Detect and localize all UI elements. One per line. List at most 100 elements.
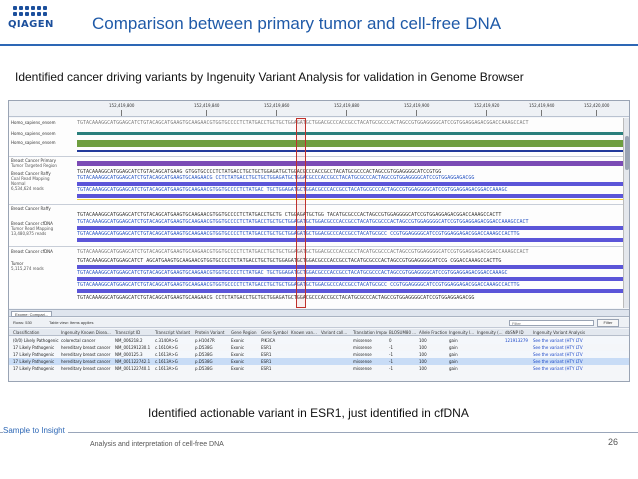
track-label: Breast Cancer cfDNA [11, 249, 53, 254]
filter-button[interactable]: Filter [597, 319, 619, 327]
table-cell: p.H1047R [195, 338, 215, 343]
column-header[interactable]: Allele Fraction [419, 330, 447, 335]
column-header[interactable]: Gene Symbol [261, 330, 288, 335]
variant-highlight-box [296, 118, 306, 308]
track-label-sub: Tumor Targeted Region [11, 163, 57, 168]
table-cell: c.1613A>G [155, 359, 178, 364]
rows-count: Rows: 530 [13, 320, 32, 325]
annotation-bar [77, 150, 627, 152]
column-header[interactable]: Classification [13, 330, 40, 335]
column-header[interactable]: Transcript Variant [155, 330, 191, 335]
read-sequence: TGTACAAAGGCATGGAGCATCTGTACAGCATGAAGTGCAA… [77, 231, 520, 237]
column-header[interactable]: Ingenuity (...) [477, 330, 503, 335]
table-cell: c.1613A>G [155, 366, 178, 371]
table-cell: NM_000125.3 [115, 352, 143, 357]
logo-dot [37, 6, 41, 10]
column-header[interactable]: BLOSUM80 ... [389, 330, 417, 335]
variant-link[interactable]: See the variant (HTY LTV [533, 352, 583, 357]
table-row-selected[interactable]: 17 Likely Pathogenic hereditary breast c… [9, 358, 629, 365]
logo-dot [13, 12, 17, 16]
slide-title: Comparison between primary tumor and cel… [92, 14, 502, 33]
dbsnp-link[interactable]: 121913279 [505, 338, 528, 343]
table-cell: missense [353, 338, 372, 343]
table-cell: (0/0) Likely Pathogenic [13, 338, 59, 343]
page-number: 26 [607, 437, 618, 447]
slide-caption: Identified actionable variant in ESR1, j… [148, 406, 469, 420]
read-sequence: TGTACAAAGGCATGGAGCATCTGTACAGCATGAAGTGCAA… [77, 212, 502, 218]
logo-dot [43, 6, 47, 10]
table-cell: gain [449, 338, 458, 343]
table-cell: ESR1 [261, 359, 272, 364]
track-separator [9, 246, 629, 247]
read-sequence: TGTACAAAGGCATGGAGCATCTGTACAGCATGAAGTGCAA… [77, 295, 475, 301]
column-header[interactable]: Ingenuity Variant Analysis [533, 330, 586, 335]
table-cell: -1 [389, 366, 393, 371]
column-header[interactable]: Ingenuity I... [449, 330, 475, 335]
table-cell: gain [449, 359, 458, 364]
ruler-mark [541, 110, 542, 116]
table-cell: -1 [389, 352, 393, 357]
reference-sequence: TGTACAAAGGCATGGAGCATCTGTACAGCATGAAGTGCAA… [77, 120, 529, 126]
table-cell: 0 [389, 338, 392, 343]
scrollbar-thumb[interactable] [625, 136, 629, 170]
table-row[interactable]: 17 Likely Pathogenic hereditary breast c… [9, 365, 629, 372]
genome-browser-window: 152,419,800 152,419,840 152,419,860 152,… [8, 100, 630, 382]
table-cell: p.D538G [195, 345, 213, 350]
column-header[interactable]: dbSNP ID [505, 330, 524, 335]
column-header[interactable]: Gene Region [231, 330, 257, 335]
column-header[interactable]: Known van... [291, 330, 317, 335]
ruler-mark [596, 110, 597, 116]
ruler-mark [416, 110, 417, 116]
logo-dot [19, 12, 23, 16]
table-cell: NM_006218.2 [115, 338, 143, 343]
table-cell: 100 [419, 359, 427, 364]
column-header[interactable]: Translation Impact [353, 330, 387, 335]
track-label-sub: 5,115,274 reads [11, 266, 44, 271]
table-row[interactable]: 17 Likely Pathogenic hereditary breast c… [9, 351, 629, 358]
column-header[interactable]: Variant call... [321, 330, 348, 335]
column-header[interactable]: Ingenuity Known Disea... [61, 330, 111, 335]
table-cell: 100 [419, 352, 427, 357]
coverage-bar [77, 265, 627, 269]
track-separator [9, 204, 629, 205]
table-cell: missense [353, 345, 372, 350]
column-header[interactable]: Protein Variant [195, 330, 225, 335]
table-cell: Exonic [231, 359, 245, 364]
tab-exome-comparison[interactable]: Exome: Compari... [11, 311, 53, 317]
ruler-mark [486, 110, 487, 116]
read-sequence: TGTACAAAGGCATGGAGCATCTGTACAGCATGAAGTGCAA… [77, 249, 529, 255]
track-scrollbar[interactable] [623, 118, 629, 308]
table-cell: hereditary breast cancer [61, 345, 111, 350]
variant-link[interactable]: See the variant (HTY LTV [533, 338, 583, 343]
footer-subtitle: Analysis and interpretation of cell-free… [90, 441, 224, 448]
table-toolbar: Rows: 530 Table view: Items applies Filt… [9, 318, 629, 328]
column-header[interactable]: Transcript ID [115, 330, 141, 335]
table-row[interactable]: (0/0) Likely Pathogenic colorectal cance… [9, 337, 629, 344]
variant-link[interactable]: See the variant (HTY LTV [533, 345, 583, 350]
table-cell: gain [449, 352, 458, 357]
track-label-sub: Tumor Read Mapping [11, 226, 54, 231]
track-label: Breast Cancer Raffy [11, 206, 51, 211]
table-cell: Exonic [231, 366, 245, 371]
ruler-tick: 152,419,840 [194, 103, 220, 108]
coverage-bar [77, 238, 627, 242]
target-region-bar [77, 161, 627, 166]
table-cell: gain [449, 345, 458, 350]
table-row[interactable]: 17 Likely Pathogenic hereditary breast c… [9, 344, 629, 351]
track-area[interactable]: Homo_sapiens_ensem TGTACAAAGGCATGGAGCATC… [9, 118, 629, 308]
table-cell: p.D538G [195, 366, 213, 371]
track-label: Homo_sapiens_ensem [11, 120, 56, 125]
table-cell: c.1610A>G [155, 345, 178, 350]
table-cell: 100 [419, 366, 427, 371]
ruler-mark [206, 110, 207, 116]
logo-dot [37, 12, 41, 16]
track-label-sub: Normal [11, 181, 26, 186]
filter-input[interactable] [509, 320, 594, 326]
variant-link[interactable]: See the variant (HTY LTV [533, 366, 583, 371]
variant-link[interactable]: See the variant (HTY LTV [533, 359, 583, 364]
table-cell: colorectal cancer [61, 338, 96, 343]
table-cell: ESR1 [261, 366, 272, 371]
header-rule [0, 44, 638, 46]
read-sequence: TGTACAAAGGCATGGAGCATCT AGCATGAAGTGCAAGAA… [77, 258, 502, 264]
table-cell: Exonic [231, 345, 245, 350]
